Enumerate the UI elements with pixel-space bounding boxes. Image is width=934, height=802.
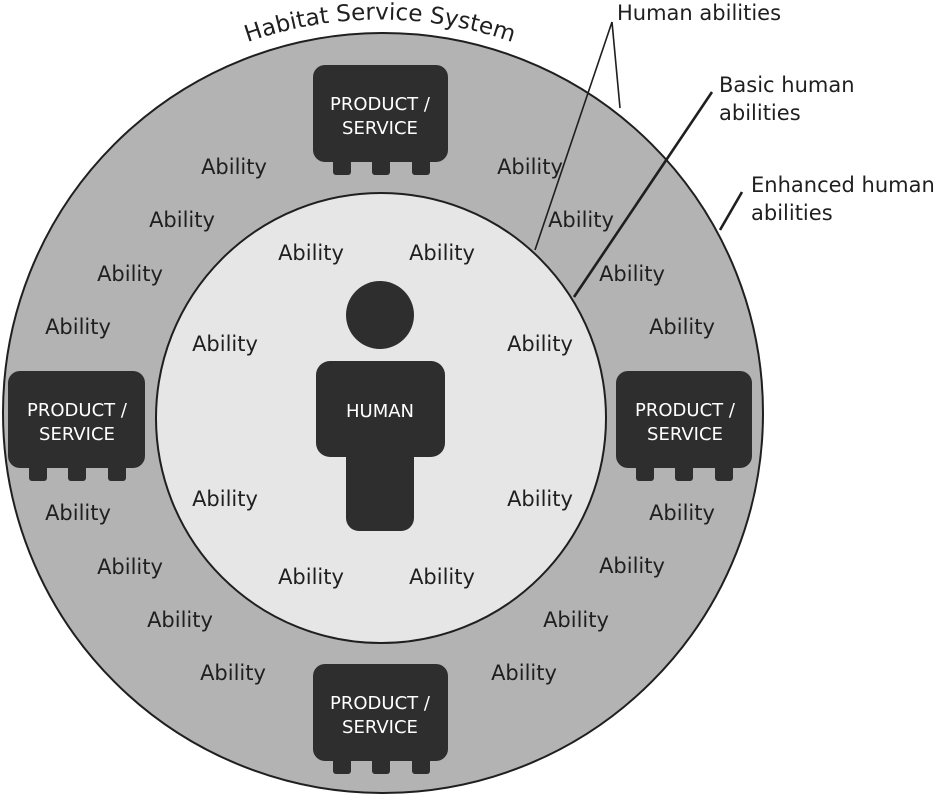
human-legs [346,440,414,531]
human-abilities-leader-outer [611,21,621,109]
outer-ability: Ability [548,208,614,232]
human-figure: HUMAN [316,281,445,531]
product-box-foot [636,464,654,481]
product-box-foot [29,464,47,481]
product-box-left: PRODUCT / SERVICE [8,371,145,481]
enhanced-abilities-callout-1: Enhanced human [751,173,934,197]
outer-ability: Ability [97,555,163,579]
product-box-foot [412,757,430,774]
human-label: HUMAN [346,401,414,422]
inner-ability: Ability [278,241,344,265]
product-box-foot [372,757,390,774]
product-box-label-2: SERVICE [647,424,723,445]
enhanced-abilities-leader [718,191,744,231]
outer-ability: Ability [649,315,715,339]
outer-ability: Ability [543,608,609,632]
product-box-foot [333,158,351,175]
inner-ability: Ability [409,565,475,589]
product-box-right: PRODUCT / SERVICE [616,371,752,481]
product-box-foot [333,757,351,774]
inner-ability: Ability [409,241,475,265]
outer-ability: Ability [45,315,111,339]
product-box-body [8,371,145,468]
basic-abilities-callout-1: Basic human [719,73,855,97]
outer-ability: Ability [201,155,267,179]
product-box-foot [715,464,733,481]
product-box-foot [412,158,430,175]
inner-ability: Ability [192,487,258,511]
outer-ability: Ability [147,608,213,632]
enhanced-abilities-callout-2: abilities [751,201,833,225]
product-box-body [313,65,448,162]
product-box-label-2: SERVICE [342,717,418,738]
product-box-body [313,664,448,761]
product-box-body [616,371,752,468]
outer-ability: Ability [491,661,557,685]
inner-ability: Ability [192,332,258,356]
outer-ability: Ability [599,262,665,286]
product-box-top: PRODUCT / SERVICE [313,65,448,175]
outer-ability: Ability [149,208,215,232]
human-abilities-callout: Human abilities [617,1,781,25]
inner-ability: Ability [278,565,344,589]
product-box-foot [372,158,390,175]
product-box-bottom: PRODUCT / SERVICE [313,664,448,774]
basic-abilities-leader [572,91,714,298]
human-torso [316,361,445,457]
outer-ability: Ability [200,661,266,685]
human-head [346,281,414,349]
product-box-foot [108,464,126,481]
product-box-label-2: SERVICE [342,118,418,139]
product-box-label-1: PRODUCT / [635,400,736,421]
outer-ability: Ability [599,554,665,578]
product-box-label-1: PRODUCT / [330,693,431,714]
outer-ability: Ability [45,501,111,525]
product-box-label-1: PRODUCT / [330,94,431,115]
product-box-label-1: PRODUCT / [27,400,128,421]
human-abilities-leader-inner [534,21,613,251]
basic-abilities-callout-2: abilities [719,101,801,125]
product-box-label-2: SERVICE [39,424,115,445]
inner-ability: Ability [507,487,573,511]
product-box-foot [675,464,693,481]
inner-ability: Ability [507,332,573,356]
outer-ability: Ability [97,262,163,286]
product-box-foot [68,464,86,481]
outer-ability: Ability [649,501,715,525]
outer-ability: Ability [497,155,563,179]
